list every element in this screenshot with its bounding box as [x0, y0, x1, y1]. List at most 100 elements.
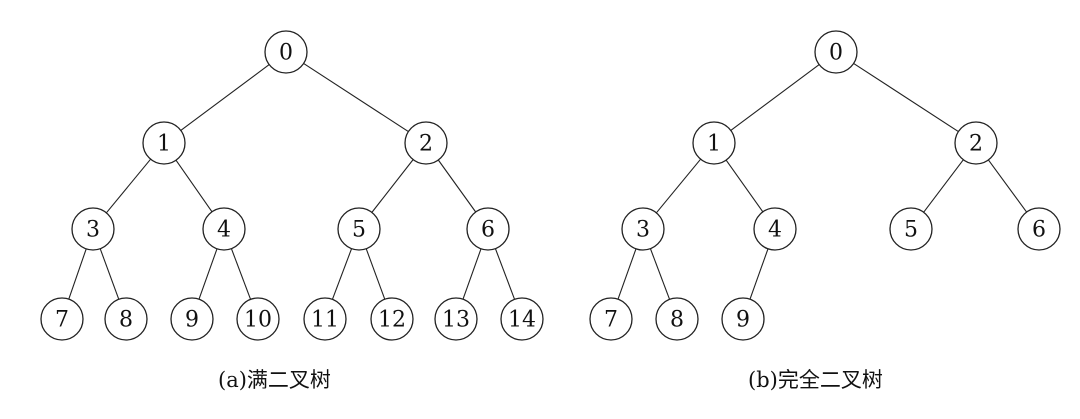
tree-node-4: 4 [202, 207, 246, 251]
node-label: 3 [86, 218, 100, 243]
tree-node-7: 7 [589, 297, 633, 341]
tree-node-4: 4 [753, 207, 797, 251]
complete-tree-nodes: 0 1 2 3 4 5 6 7 8 9 [589, 30, 1061, 341]
tree-node-3: 3 [71, 207, 115, 251]
node-label: 4 [768, 218, 782, 243]
node-circle [814, 30, 858, 74]
edge-6-14 [494, 248, 516, 300]
tree-node-8: 8 [655, 297, 699, 341]
node-circle [264, 30, 308, 74]
edge-2-6 [987, 159, 1028, 213]
node-circle [303, 297, 347, 341]
node-label: 6 [1032, 218, 1046, 243]
node-label: 5 [352, 218, 366, 243]
node-label: 11 [311, 308, 339, 333]
edge-0-1 [730, 64, 820, 131]
edge-3-8 [99, 248, 120, 300]
node-label: 4 [217, 218, 231, 243]
tree-node-1: 1 [692, 121, 736, 165]
tree-node-0: 0 [264, 30, 308, 74]
edge-6-13 [462, 248, 482, 300]
node-label: 6 [481, 218, 495, 243]
edge-0-1 [180, 64, 270, 131]
node-circle [954, 121, 998, 165]
node-label: 9 [185, 308, 199, 333]
tree-node-8: 8 [104, 297, 148, 341]
edge-1-4 [725, 159, 764, 213]
edge-3-7 [68, 248, 87, 300]
node-circle [434, 297, 478, 341]
node-label: 3 [636, 218, 650, 243]
node-label: 1 [707, 132, 721, 157]
complete-binary-tree: 0 1 2 3 4 5 6 7 8 9 [589, 30, 1061, 341]
tree-node-12: 12 [370, 297, 414, 341]
node-circle [466, 207, 510, 251]
node-label: 8 [670, 308, 684, 333]
edge-1-4 [175, 159, 213, 213]
node-label: 0 [279, 41, 293, 66]
tree-node-2: 2 [404, 121, 448, 165]
node-label: 2 [419, 132, 433, 157]
node-circle [370, 297, 414, 341]
tree-node-9: 9 [721, 297, 765, 341]
node-label: 7 [604, 308, 618, 333]
tree-node-11: 11 [303, 297, 347, 341]
tree-node-13: 13 [434, 297, 478, 341]
node-circle [104, 297, 148, 341]
tree-node-9: 9 [170, 297, 214, 341]
edge-2-6 [437, 159, 477, 213]
edge-5-12 [365, 248, 386, 300]
edge-0-2 [303, 62, 409, 133]
node-circle [40, 297, 84, 341]
node-label: 7 [55, 308, 69, 333]
tree-node-6: 6 [1017, 207, 1061, 251]
node-label: 1 [157, 132, 171, 157]
node-circle [236, 297, 280, 341]
node-circle [889, 207, 933, 251]
caption-complete-binary-tree: (b)完全二叉树 [748, 368, 883, 392]
node-label: 5 [904, 218, 918, 243]
full-tree-edges [68, 62, 516, 300]
node-circle [721, 297, 765, 341]
node-label: 12 [378, 308, 406, 333]
tree-node-5: 5 [889, 207, 933, 251]
tree-node-0: 0 [814, 30, 858, 74]
node-circle [753, 207, 797, 251]
tree-node-10: 10 [236, 297, 280, 341]
edge-5-11 [331, 248, 353, 300]
caption-full-binary-tree: (a)满二叉树 [218, 368, 331, 392]
complete-tree-edges [617, 62, 1028, 300]
node-circle [1017, 207, 1061, 251]
tree-node-7: 7 [40, 297, 84, 341]
edge-0-2 [853, 62, 959, 133]
tree-node-6: 6 [466, 207, 510, 251]
node-circle [170, 297, 214, 341]
node-circle [655, 297, 699, 341]
node-label: 13 [442, 308, 470, 333]
node-label: 8 [119, 308, 133, 333]
node-circle [589, 297, 633, 341]
node-circle [404, 121, 448, 165]
node-circle [202, 207, 246, 251]
edge-4-9 [198, 248, 218, 300]
tree-node-5: 5 [337, 207, 381, 251]
node-circle [621, 207, 665, 251]
edge-3-7 [617, 248, 637, 300]
tree-node-14: 14 [500, 297, 544, 341]
node-circle [142, 121, 186, 165]
edge-2-5 [923, 159, 964, 213]
node-circle [692, 121, 736, 165]
edge-1-3 [105, 158, 152, 214]
edge-4-9 [749, 248, 769, 300]
edge-3-8 [649, 248, 671, 300]
tree-node-3: 3 [621, 207, 665, 251]
node-circle [500, 297, 544, 341]
node-label: 0 [829, 41, 843, 66]
node-label: 9 [736, 308, 750, 333]
tree-node-2: 2 [954, 121, 998, 165]
edge-2-5 [371, 159, 414, 213]
